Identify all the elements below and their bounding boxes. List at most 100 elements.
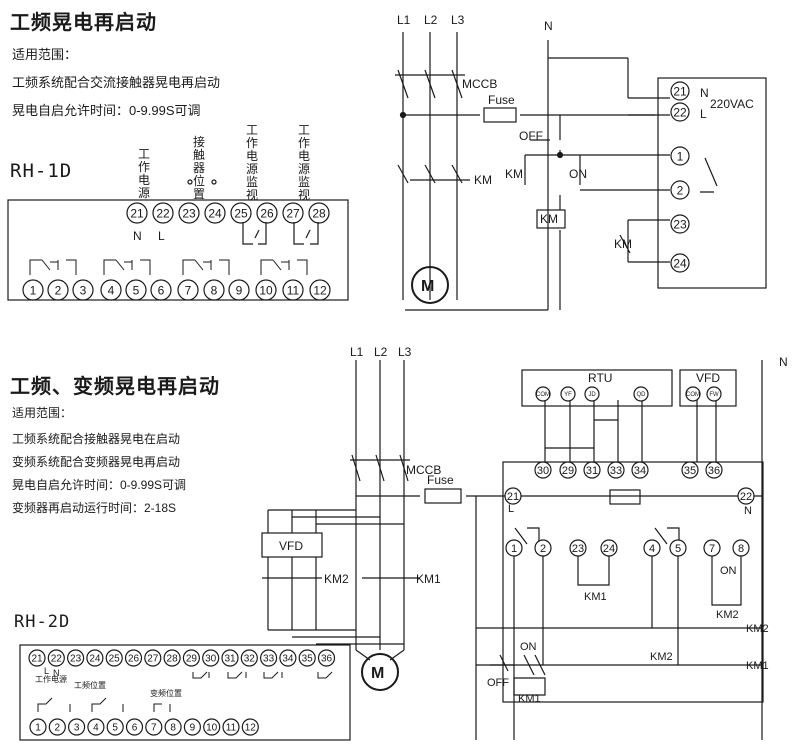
rh1d-terminal-21-label: 21 <box>130 206 144 220</box>
top-relay-terminal-21 <box>670 81 690 101</box>
rh2d-bottom-terminal-12-label: 12 <box>245 723 257 734</box>
rh2d-bottom-terminal-1-label: 1 <box>35 723 41 734</box>
rh1d-bottom-terminal-9 <box>228 279 250 301</box>
bot-relay-top-33-label: 33 <box>610 465 622 477</box>
rh2d-terminal-33-label: 33 <box>263 654 275 665</box>
top-model: RH-1D <box>10 160 73 182</box>
rh2d-terminal-28 <box>163 649 181 667</box>
bot-km2-aux2: KM2 <box>650 651 673 663</box>
rh1d-terminal-23-label: 23 <box>182 206 196 220</box>
rh2d-label-n: N <box>53 668 60 678</box>
rh1d-terminal-26 <box>256 202 278 224</box>
rh1d-bottom-terminal-12 <box>309 279 331 301</box>
rh1d-n-label: N <box>133 229 142 243</box>
rh1d-bottom-terminal-1 <box>22 279 44 301</box>
rh1d-bottom-terminal-2-label: 2 <box>55 283 62 297</box>
bottom-line4: 变频器再启动运行时间：2-18S <box>12 501 177 515</box>
bottom-scope-label: 适用范围： <box>12 406 73 420</box>
bottom-line3: 晃电自启允许时间：0-9.99S可调 <box>12 478 187 492</box>
rh2d-label-bianpin: 变频位置 <box>150 688 182 698</box>
bot-relay-top-34 <box>631 461 649 479</box>
rh1d-bottom-terminal-8-label: 8 <box>211 283 218 297</box>
rh2d-terminal-25-label: 25 <box>109 654 121 665</box>
vfd-terminal-FW <box>706 386 722 402</box>
bot-relay-bottom-24 <box>600 539 618 557</box>
top-relay-terminal-1-label: 1 <box>677 149 684 163</box>
rh2d-bottom-terminal-3-label: 3 <box>74 723 80 734</box>
top-relay-n: N <box>700 86 709 100</box>
top-on-label: ON <box>569 167 587 181</box>
bot-relay-21-label: 21 <box>507 491 519 503</box>
bot-relay-bottom-1 <box>505 539 523 557</box>
rh2d-bottom-terminal-11 <box>222 718 240 736</box>
rh2d-bottom-terminal-10-label: 10 <box>206 723 218 734</box>
bot-phase-l2: L2 <box>374 345 388 359</box>
rh2d-bottom-terminal-4-label: 4 <box>93 723 99 734</box>
rh2d-bottom-terminal-8-label: 8 <box>170 723 176 734</box>
top-off-label: OFF <box>519 129 543 143</box>
rh2d-bottom-terminal-2 <box>48 718 66 736</box>
rtu-terminal-QD <box>633 386 649 402</box>
bot-phase-l3: L3 <box>398 345 412 359</box>
bot-relay-bottom-8-label: 8 <box>738 543 744 555</box>
bot-relay-top-29-label: 29 <box>562 465 574 477</box>
bot-km1-aux: KM1 <box>584 591 607 603</box>
bot-km1-coil: KM1 <box>746 660 769 672</box>
rtu-terminal-YF-label: YF <box>564 392 572 398</box>
rh2d-terminal-29 <box>182 649 200 667</box>
top-motor-label: M <box>421 278 434 295</box>
rh2d-panel <box>19 644 351 741</box>
rh2d-terminal-32 <box>240 649 258 667</box>
vfd-terminal-FW-label: FW <box>709 392 719 398</box>
rh2d-bottom-terminal-3 <box>67 718 86 736</box>
rh1d-bottom-terminal-6-label: 6 <box>158 283 165 297</box>
rh2d-terminal-28-label: 28 <box>167 654 179 665</box>
rh2d-bottom-terminal-7-label: 7 <box>151 723 157 734</box>
bot-relay-bottom-5-label: 5 <box>675 543 681 555</box>
rh2d-terminal-25 <box>105 649 123 667</box>
bot-km2-aux: KM2 <box>716 609 739 621</box>
rh1d-dot-23 <box>187 179 193 185</box>
rh2d-terminal-31-label: 31 <box>224 654 236 665</box>
bot-relay-bottom-4-label: 4 <box>649 543 655 555</box>
bottom-line2: 变频系统配合变频器晃电再启动 <box>12 455 181 469</box>
rh2d-terminal-34 <box>279 649 297 667</box>
rh1d-terminal-21 <box>126 202 148 224</box>
top-relay-terminal-23 <box>670 214 690 234</box>
bot-relay-bottom-8 <box>732 539 750 557</box>
rh1d-bottom-terminal-5-label: 5 <box>133 283 140 297</box>
bottom-model: RH-2D <box>14 612 71 632</box>
rh2d-terminal-22-label: 22 <box>51 654 63 665</box>
top-relay-terminal-24-label: 24 <box>673 256 687 270</box>
bot-relay-bottom-23-label: 23 <box>572 543 584 555</box>
rh2d-bottom-terminal-2-label: 2 <box>55 723 61 734</box>
rh1d-bottom-terminal-11 <box>282 279 304 301</box>
top-scope-label: 适用范围： <box>12 47 78 62</box>
rh1d-bracket-27-28 <box>293 222 319 245</box>
rh2d-terminal-21-label: 21 <box>31 654 43 665</box>
rh2d-terminal-23-label: 23 <box>70 654 82 665</box>
rh2d-terminal-35 <box>298 649 316 667</box>
rh2d-bottom-terminal-9 <box>183 718 201 736</box>
bot-relay-n: N <box>744 505 752 517</box>
bottom-line1: 工频系统配合接触器晃电在启动 <box>12 432 181 446</box>
rh1d-terminal-24-label: 24 <box>208 206 222 220</box>
top-km-label: KM <box>474 173 492 187</box>
top-phase-l1: L1 <box>397 13 411 27</box>
bot-relay-top-30-label: 30 <box>537 465 549 477</box>
rh2d-label-power: 工作电源 <box>35 674 67 684</box>
top-line2: 晃电自启允许时间：0-9.99S可调 <box>12 103 201 118</box>
rh2d-bottom-terminal-6 <box>125 718 144 736</box>
rtu-terminal-QD-label: QD <box>637 392 647 398</box>
rh1d-bottom-terminal-12-label: 12 <box>313 283 327 297</box>
rtu-terminal-COM-label: COM <box>536 392 550 398</box>
bot-km1-label: KM1 <box>416 572 441 586</box>
bot-relay-bottom-24-label: 24 <box>603 543 615 555</box>
rh2d-contact-symbols <box>37 671 333 712</box>
rh1d-bottom-terminal-10-label: 10 <box>259 283 273 297</box>
bot-motor-label: M <box>371 665 384 682</box>
top-mccb-label: MCCB <box>462 77 497 91</box>
top-relay-terminal-2 <box>670 180 690 200</box>
bot-relay-top-36 <box>705 461 723 479</box>
rh2d-bottom-terminal-1 <box>29 718 47 736</box>
